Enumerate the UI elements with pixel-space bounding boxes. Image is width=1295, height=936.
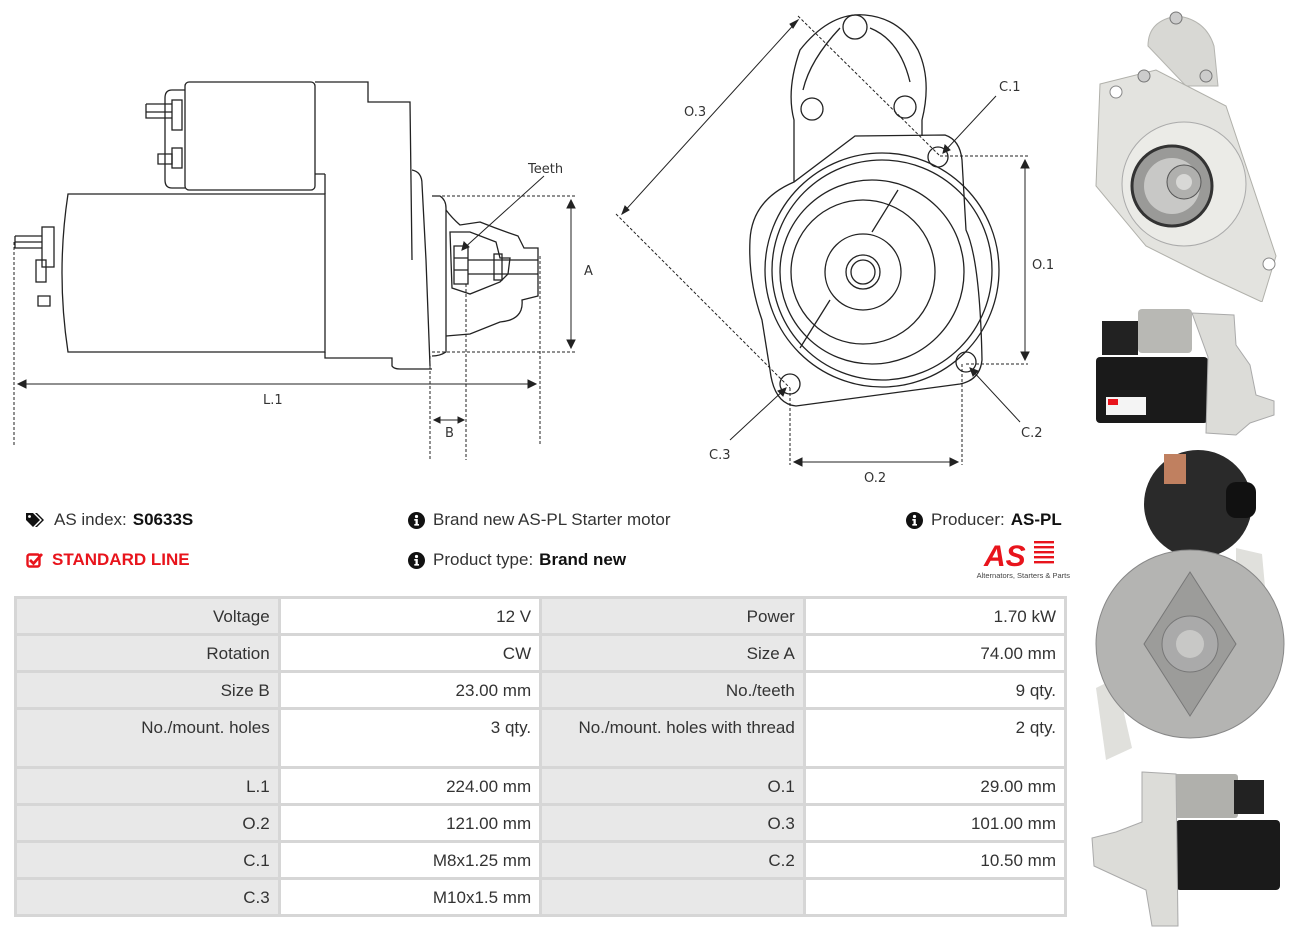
producer: Producer: AS-PL	[906, 510, 1062, 530]
label-l1: L.1	[263, 393, 283, 408]
as-pl-logo: AS Alternators, Starters & Parts	[962, 538, 1070, 582]
spec-label: Rotation	[14, 633, 281, 673]
label-c1: C.1	[999, 80, 1020, 95]
product-type: Product type: Brand new	[408, 550, 626, 570]
label-c2: C.2	[1021, 426, 1042, 441]
spec-value: 9 qty.	[802, 670, 1068, 710]
spec-label: C.3	[14, 877, 281, 917]
spec-label: Power	[539, 596, 806, 636]
photo-side-view-right	[1091, 771, 1280, 927]
as-index-label: AS index:	[54, 510, 127, 529]
spec-label: Size A	[539, 633, 806, 673]
spec-label: L.1	[14, 766, 281, 806]
spec-label: C.2	[539, 840, 806, 880]
spec-value: 121.00 mm	[277, 803, 543, 843]
label-o1: O.1	[1032, 258, 1054, 273]
tags-icon	[26, 513, 44, 527]
checkbox-checked-icon	[26, 553, 44, 568]
photo-front-view	[1095, 11, 1277, 302]
side-view-drawing: Teeth A L.1 B	[13, 81, 593, 460]
spec-label: O.2	[14, 803, 281, 843]
as-logo-tagline: Alternators, Starters & Parts	[976, 571, 1070, 580]
label-c3: C.3	[709, 448, 730, 463]
spec-value	[802, 877, 1068, 917]
label-o3: O.3	[684, 105, 706, 120]
label-a: A	[584, 264, 593, 279]
photo-side-view-left	[1096, 309, 1275, 436]
spec-value: 2 qty.	[802, 707, 1068, 769]
spec-value: 3 qty.	[277, 707, 543, 769]
spec-value: M8x1.25 mm	[277, 840, 543, 880]
info-icon	[906, 511, 923, 529]
spec-label: No./mount. holes	[14, 707, 281, 769]
spec-label: C.1	[14, 840, 281, 880]
spec-value: 10.50 mm	[802, 840, 1068, 880]
spec-label: Size B	[14, 670, 281, 710]
spec-label: No./mount. holes with thread	[539, 707, 806, 769]
description-text: Brand new AS-PL Starter motor	[433, 510, 671, 529]
spec-value: M10x1.5 mm	[277, 877, 543, 917]
label-o2: O.2	[864, 471, 886, 486]
product-type-label: Product type:	[433, 550, 534, 569]
spec-value: 74.00 mm	[802, 633, 1068, 673]
description: Brand new AS-PL Starter motor	[408, 510, 670, 530]
spec-label	[539, 877, 806, 917]
standard-line-label: STANDARD LINE	[52, 550, 190, 569]
as-index-value: S0633S	[132, 510, 194, 529]
producer-value: AS-PL	[1010, 510, 1062, 529]
spec-value: 29.00 mm	[802, 766, 1068, 806]
producer-label: Producer:	[931, 510, 1005, 529]
label-teeth: Teeth	[527, 162, 563, 177]
spec-value: CW	[277, 633, 543, 673]
label-b: B	[445, 426, 454, 441]
front-view-drawing: O.3 C.1 O.1 C.2 C.3 O.2	[615, 14, 1054, 486]
spec-label: O.3	[539, 803, 806, 843]
spec-value: 23.00 mm	[277, 670, 543, 710]
product-type-value: Brand new	[539, 550, 627, 569]
photo-rear-view	[1095, 450, 1285, 760]
spec-label: Voltage	[14, 596, 281, 636]
spec-value: 224.00 mm	[277, 766, 543, 806]
standard-line: STANDARD LINE	[26, 550, 190, 570]
spec-value: 1.70 kW	[802, 596, 1068, 636]
as-index: AS index: S0633S	[26, 510, 193, 530]
info-icon	[408, 551, 425, 569]
as-logo-mark: AS	[983, 540, 1054, 570]
spec-value: 12 V	[277, 596, 543, 636]
as-logo-letters: AS	[983, 540, 1026, 570]
spec-value: 101.00 mm	[802, 803, 1068, 843]
info-icon	[408, 511, 425, 529]
spec-label: O.1	[539, 766, 806, 806]
spec-label: No./teeth	[539, 670, 806, 710]
